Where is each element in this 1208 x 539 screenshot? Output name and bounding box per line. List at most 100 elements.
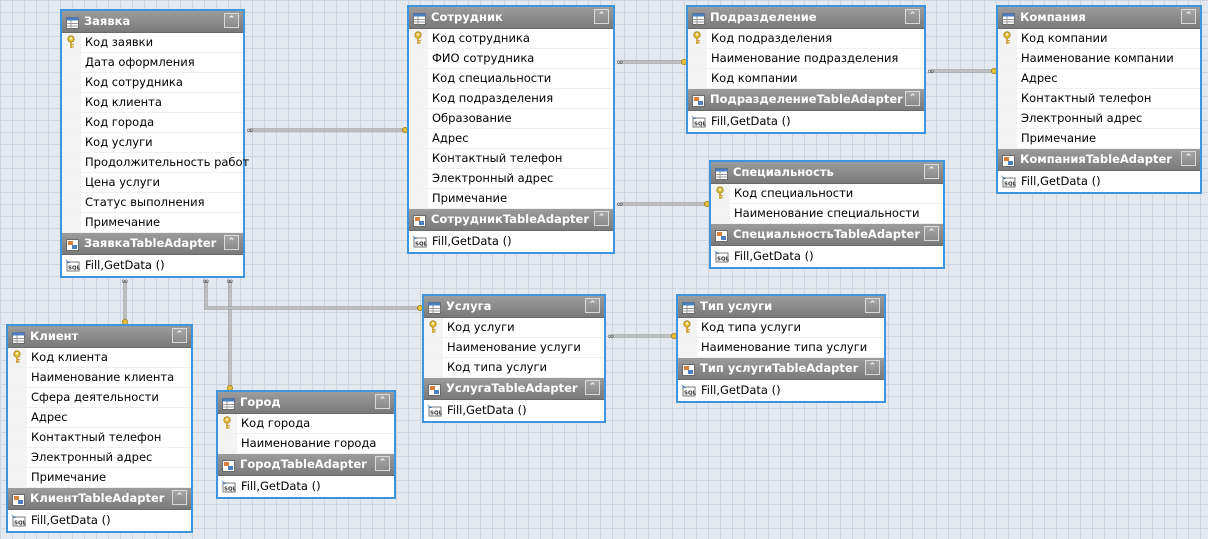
field-row[interactable]: Статус выполнения (62, 193, 243, 213)
field-row[interactable]: Контактный телефон (998, 89, 1200, 109)
adapter-header[interactable]: ГородTableAdapter⌃ (218, 454, 394, 476)
collapse-icon[interactable]: ⌃ (172, 328, 187, 343)
field-row[interactable]: Наименование компании (998, 49, 1200, 69)
field-row[interactable]: Цена услуги (62, 173, 243, 193)
field-row[interactable]: Код компании (998, 29, 1200, 49)
collapse-icon[interactable]: ⌃ (905, 9, 920, 24)
field-row[interactable]: Дата оформления (62, 53, 243, 73)
collapse-icon[interactable]: ⌃ (585, 380, 600, 395)
field-row[interactable]: Наименование услуги (424, 338, 604, 358)
collapse-icon[interactable]: ⌃ (224, 13, 239, 28)
svg-text:SQL: SQL (415, 242, 427, 248)
table-header[interactable]: Город⌃ (218, 392, 394, 414)
field-row[interactable]: Код сотрудника (62, 73, 243, 93)
adapter-header[interactable]: КомпанияTableAdapter⌃ (998, 149, 1200, 171)
field-row[interactable]: Код клиента (8, 348, 191, 368)
adapter-header[interactable]: Тип услугиTableAdapter⌃ (678, 358, 884, 380)
field-row[interactable]: Примечание (998, 129, 1200, 149)
field-row[interactable]: Код подразделения (688, 29, 924, 49)
table-header[interactable]: Сотрудник⌃ (409, 7, 613, 29)
field-row[interactable]: Код заявки (62, 33, 243, 53)
table-header[interactable]: Тип услуги⌃ (678, 296, 884, 318)
field-row[interactable]: Код города (218, 414, 394, 434)
collapse-icon[interactable]: ⌃ (585, 298, 600, 313)
field-row[interactable]: Код типа услуги (424, 358, 604, 378)
collapse-icon[interactable]: ⌃ (924, 164, 939, 179)
field-row[interactable]: Контактный телефон (8, 428, 191, 448)
table-header[interactable]: Компания⌃ (998, 7, 1200, 29)
field-row[interactable]: Код услуги (62, 133, 243, 153)
field-row[interactable]: Адрес (409, 129, 613, 149)
collapse-icon[interactable]: ⌃ (594, 9, 609, 24)
field-row[interactable]: Код специальности (711, 184, 943, 204)
collapse-icon[interactable]: ⌃ (224, 235, 239, 250)
field-row[interactable]: Наименование клиента (8, 368, 191, 388)
field-row[interactable]: Наименование типа услуги (678, 338, 884, 358)
adapter-header[interactable]: СпециальностьTableAdapter⌃ (711, 224, 943, 246)
adapter-header[interactable]: ЗаявкаTableAdapter⌃ (62, 233, 243, 255)
field-row[interactable]: Продолжительность работ (62, 153, 249, 173)
field-row[interactable]: Код компании (688, 69, 924, 89)
field-row[interactable]: Электронный адрес (998, 109, 1200, 129)
collapse-icon[interactable]: ⌃ (375, 456, 390, 471)
table-header[interactable]: Клиент⌃ (8, 326, 191, 348)
adapter-header[interactable]: УслугаTableAdapter⌃ (424, 378, 604, 400)
collapse-icon[interactable]: ⌃ (375, 394, 390, 409)
field-row[interactable]: Адрес (998, 69, 1200, 89)
field-row[interactable]: Код типа услуги (678, 318, 884, 338)
field-row[interactable]: Код города (62, 113, 243, 133)
field-row[interactable]: Контактный телефон (409, 149, 613, 169)
collapse-icon[interactable]: ⌃ (865, 360, 880, 375)
field-row[interactable]: Наименование подразделения (688, 49, 924, 69)
collapse-icon[interactable]: ⌃ (172, 490, 187, 505)
field-row[interactable]: Код специальности (409, 69, 613, 89)
adapter-header[interactable]: ПодразделениеTableAdapter⌃ (688, 89, 924, 111)
collapse-icon[interactable]: ⌃ (1181, 9, 1196, 24)
collapse-icon[interactable]: ⌃ (905, 91, 920, 106)
collapse-icon[interactable]: ⌃ (924, 226, 939, 241)
collapse-icon[interactable]: ⌃ (594, 211, 609, 226)
field-row[interactable]: Код услуги (424, 318, 604, 338)
field-row[interactable]: Адрес (8, 408, 191, 428)
field-name: Код специальности (734, 186, 854, 200)
field-row[interactable]: Сфера деятельности (8, 388, 191, 408)
field-row[interactable]: Образование (409, 109, 613, 129)
field-row[interactable]: Примечание (409, 189, 613, 209)
field-row[interactable]: Электронный адрес (8, 448, 191, 468)
table-header[interactable]: Заявка⌃ (62, 11, 243, 33)
field-row[interactable]: Примечание (62, 213, 243, 233)
collapse-icon[interactable]: ⌃ (865, 298, 880, 313)
field-row[interactable]: Электронный адрес (409, 169, 613, 189)
field-row[interactable]: Код клиента (62, 93, 243, 113)
field-row[interactable]: Примечание (8, 468, 191, 488)
table-header[interactable]: Подразделение⌃ (688, 7, 924, 29)
adapter-header[interactable]: КлиентTableAdapter⌃ (8, 488, 191, 510)
field-row[interactable]: ФИО сотрудника (409, 49, 613, 69)
field-row[interactable]: Наименование специальности (711, 204, 943, 224)
adapter-header[interactable]: СотрудникTableAdapter⌃ (409, 209, 613, 231)
table-header[interactable]: Специальность⌃ (711, 162, 943, 184)
field-row[interactable]: Код сотрудника (409, 29, 613, 49)
collapse-icon[interactable]: ⌃ (1181, 151, 1196, 166)
field-row[interactable]: Код подразделения (409, 89, 613, 109)
field-row[interactable]: Наименование города (218, 434, 394, 454)
table-header[interactable]: Услуга⌃ (424, 296, 604, 318)
